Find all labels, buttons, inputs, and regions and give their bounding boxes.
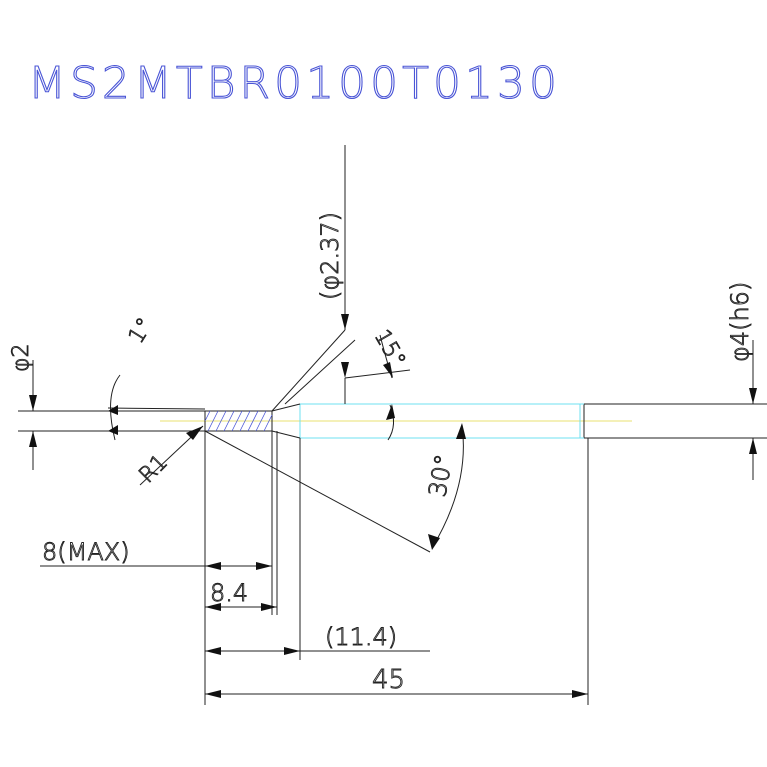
tip-hatching	[204, 410, 273, 432]
dim-angle-15: 15°	[369, 326, 410, 372]
angle-30-construction	[204, 430, 431, 553]
dim-radius: R1	[135, 450, 173, 488]
dim-8max: 8(MAX)	[42, 538, 130, 566]
dim-11-4: (11.4)	[325, 623, 397, 651]
angle-15-construction	[271, 329, 411, 412]
angle-arcs	[110, 334, 464, 549]
dim-angle-30: 30°	[423, 452, 458, 499]
dim-45: 45	[372, 665, 405, 695]
dim-phi237: (φ2.37)	[316, 212, 344, 300]
dim-8-4: 8.4	[210, 579, 248, 607]
arrowheads	[29, 314, 757, 698]
neck-outline	[299, 403, 584, 439]
dim-phi4h6: φ4(h6)	[726, 282, 754, 362]
cutting-tip	[204, 403, 301, 439]
dimension-lines	[18, 145, 754, 705]
dim-phi2: φ2	[9, 343, 34, 372]
dim-angle-1: 1°	[124, 314, 158, 348]
shank-body	[583, 403, 767, 439]
part-number-title: MS2MTBR0100T0130	[28, 58, 561, 109]
